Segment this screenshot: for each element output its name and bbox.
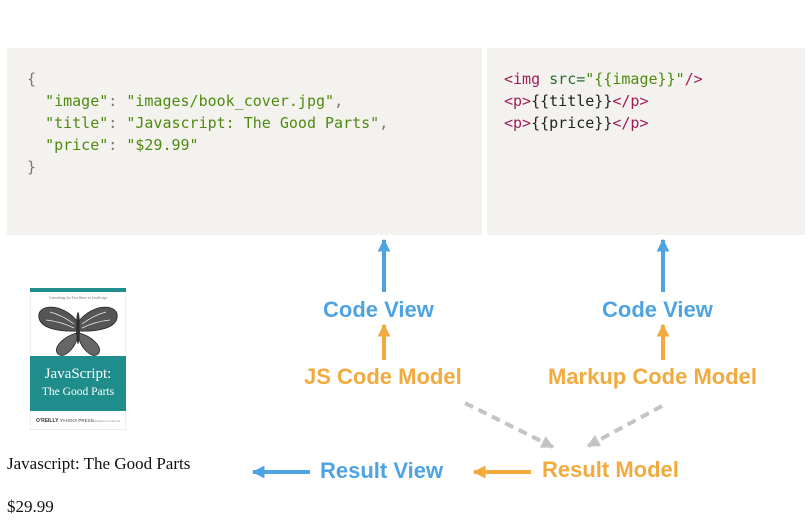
result-price-text: $29.99 xyxy=(7,497,54,516)
json-value-title: "Javascript: The Good Parts" xyxy=(126,114,380,132)
markup-code-block: <img src="{{image}}"/> <p>{{title}}</p> … xyxy=(504,70,703,132)
result-title-text: Javascript: The Good Parts xyxy=(7,454,191,473)
book-title-line2: The Good Parts xyxy=(42,386,115,398)
js-code-model-label: JS Code Model xyxy=(304,364,462,389)
book-title-line1: JavaScript: xyxy=(45,366,112,382)
json-close-brace: } xyxy=(27,158,37,176)
json-value-image: "images/book_cover.jpg" xyxy=(126,92,335,110)
book-author: Douglas Crockford xyxy=(93,419,120,423)
json-key-image: "image" xyxy=(45,92,109,110)
book-publisher: O'REILLY xyxy=(36,418,59,424)
json-code-block: { "image": "images/book_cover.jpg", "tit… xyxy=(27,70,389,176)
markup-code-panel: <img src="{{image}}"/> <p>{{title}}</p> … xyxy=(487,48,805,235)
dashed-arrow-markup-model-to-result-model xyxy=(586,404,663,448)
code-view-label-left: Code View xyxy=(323,297,434,322)
markup-code-model-label: Markup Code Model xyxy=(548,364,758,389)
butterfly-icon xyxy=(38,306,118,356)
markup-img-src: "{{image}}" xyxy=(585,70,685,88)
markup-price-placeholder: {{price}} xyxy=(531,114,613,132)
json-value-price: "$29.99" xyxy=(126,136,199,154)
markup-title-placeholder: {{title}} xyxy=(531,92,613,110)
json-code-panel: { "image": "images/book_cover.jpg", "tit… xyxy=(7,48,482,235)
json-key-price: "price" xyxy=(45,136,109,154)
result-model-label: Result Model xyxy=(542,457,679,482)
json-open-brace: { xyxy=(27,70,37,88)
book-tagline: Unearthing the Excellence in JavaScript xyxy=(49,296,107,300)
code-view-label-right: Code View xyxy=(602,297,713,322)
json-key-title: "title" xyxy=(45,114,109,132)
book-partner: YAHOO! PRESS xyxy=(60,418,94,423)
dashed-arrow-js-model-to-result-model xyxy=(464,401,555,449)
book-cover-image: Unearthing the Excellence in JavaScript … xyxy=(30,288,126,430)
result-view-label: Result View xyxy=(320,458,444,483)
